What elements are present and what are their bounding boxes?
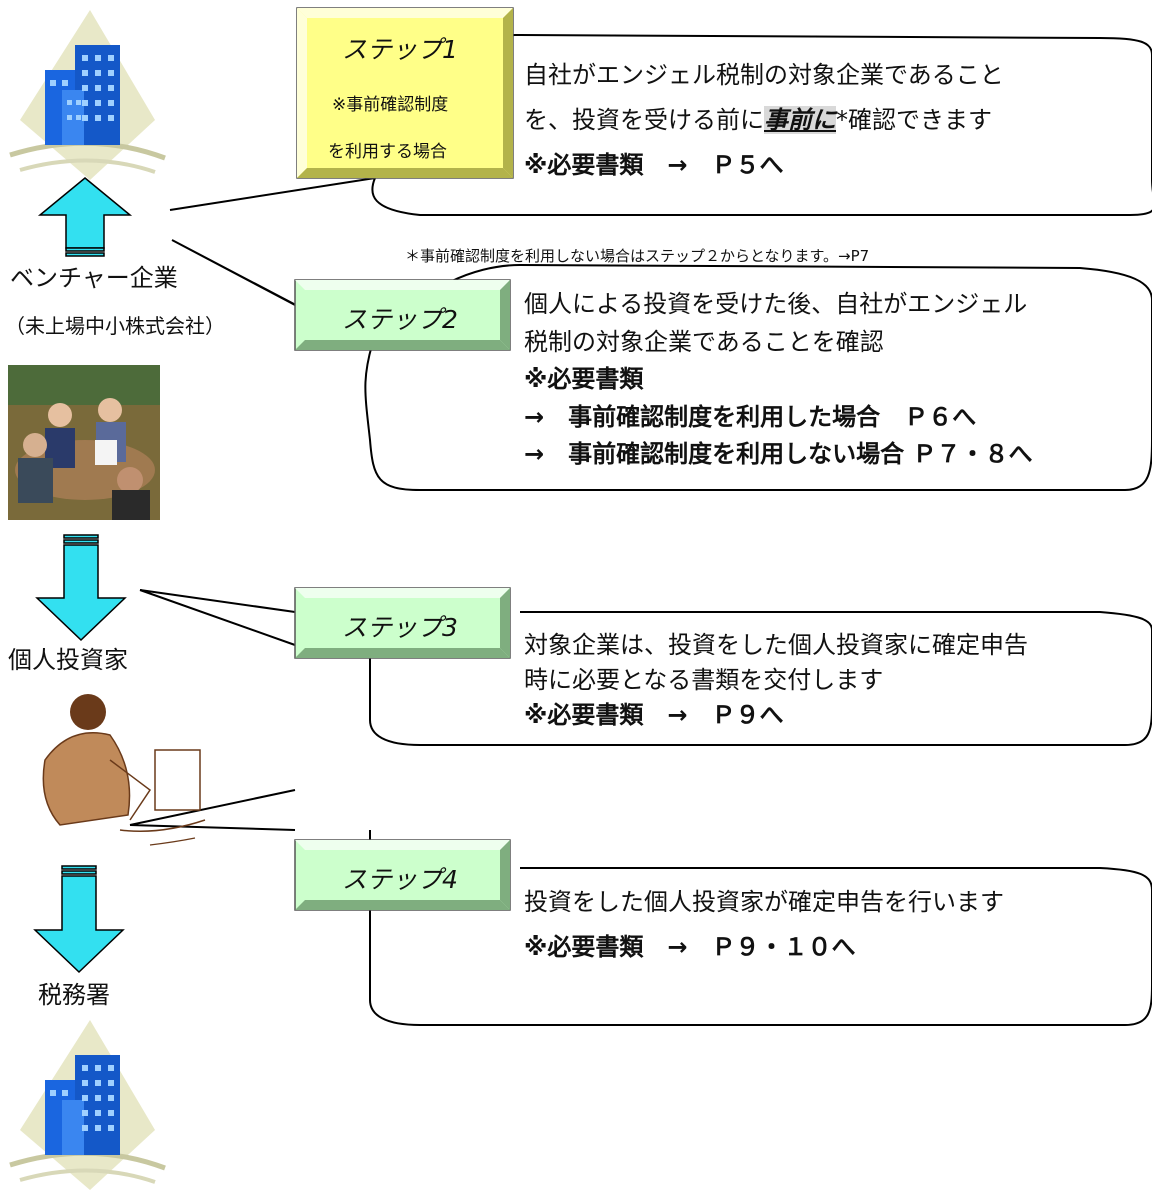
step1-desc-line2-pre: を、投資を受ける前に xyxy=(524,106,764,134)
investor-clipart xyxy=(42,694,206,846)
step2-title: ステップ2 xyxy=(342,305,458,334)
step1-desc-line2: を、投資を受ける前に事前に*確認できます xyxy=(524,106,992,134)
step1-desc-emphasis: 事前に xyxy=(764,106,836,134)
venture-company-sub-label: （未上場中小株式会社） xyxy=(5,314,225,338)
step1-desc-line1: 自社がエンジェル税制の対象企業であること xyxy=(524,61,1004,89)
bubble-step4 xyxy=(129,789,1152,1026)
step4-required-docs: ※必要書類 → Ｐ９・１０へ xyxy=(524,933,856,961)
step2-required-item2: → 事前確認制度を利用しない場合 Ｐ７・８へ xyxy=(524,440,1033,468)
step1-box xyxy=(296,7,514,179)
step4-box xyxy=(294,839,511,911)
step3-box xyxy=(294,587,511,659)
step3-desc-line1: 対象企業は、投資をした個人投資家に確定申告 xyxy=(524,631,1028,659)
building-icon-bottom xyxy=(9,1020,166,1190)
down-arrow-icon-1 xyxy=(35,534,127,642)
meeting-photo xyxy=(8,365,160,520)
step1-desc-line2-post: *確認できます xyxy=(836,106,992,134)
step2-box xyxy=(294,279,511,351)
bubble-step3 xyxy=(139,589,1152,746)
step2-desc-line1: 個人による投資を受けた後、自社がエンジェル xyxy=(524,290,1028,318)
step3-required-docs: ※必要書類 → Ｐ９へ xyxy=(524,701,784,729)
step1-sub-line2: を利用する場合 xyxy=(328,142,447,162)
step4-title: ステップ4 xyxy=(342,865,458,894)
step4-desc-line1: 投資をした個人投資家が確定申告を行います xyxy=(524,888,1004,916)
note-text: ＊事前確認制度を利用しない場合はステップ２からとなります。→P7 xyxy=(405,247,870,265)
bubble-step2 xyxy=(171,239,1152,491)
investor-label: 個人投資家 xyxy=(8,646,128,674)
step1-sub-line1: ※事前確認制度 xyxy=(332,95,449,115)
step1-title: ステップ1 xyxy=(342,35,458,64)
step2-required-docs: ※必要書類 xyxy=(524,365,644,393)
step2-required-item1: → 事前確認制度を利用した場合 Ｐ６へ xyxy=(524,403,977,431)
step3-title: ステップ3 xyxy=(342,613,458,642)
step3-desc-line2: 時に必要となる書類を交付します xyxy=(524,666,884,694)
step2-desc-line2: 税制の対象企業であることを確認 xyxy=(524,328,884,356)
step1-required-docs: ※必要書類 → Ｐ５へ xyxy=(524,151,784,179)
up-arrow-icon xyxy=(37,177,133,257)
venture-company-label: ベンチャー企業 xyxy=(10,264,178,292)
down-arrow-icon-2 xyxy=(33,865,125,974)
tax-office-label: 税務署 xyxy=(38,981,110,1009)
building-icon-top xyxy=(9,10,166,180)
